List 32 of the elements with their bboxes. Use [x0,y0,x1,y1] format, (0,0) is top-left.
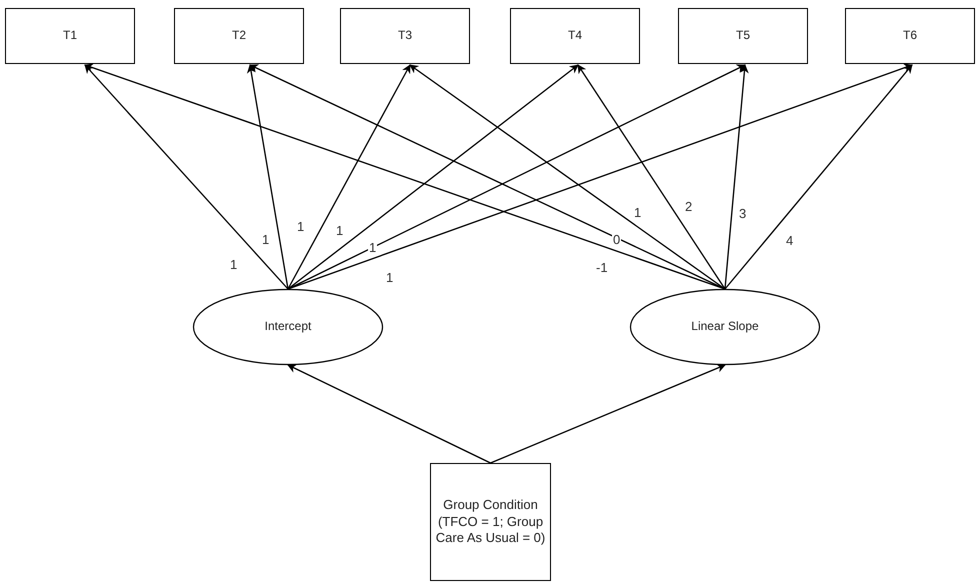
arrow [724,64,913,290]
arrow [724,64,749,290]
node-label: T5 [736,28,750,44]
arrow [577,64,726,290]
variable-box [430,463,551,581]
edge-label: 0 [612,233,622,248]
arrow [288,64,913,290]
node-label: T4 [568,28,582,44]
arrow [246,64,289,290]
node-label: Linear Slope [691,319,759,335]
variable-box [510,8,640,64]
edge-label: 3 [738,207,748,222]
arrow [288,64,579,290]
variable-box [678,8,808,64]
node-label: T2 [232,28,246,44]
arrow [490,364,726,464]
variable-box [5,8,135,64]
latent-ellipse [630,289,820,365]
variable-box [845,8,975,64]
arrow [287,364,491,464]
variable-box [340,8,470,64]
variable-box [174,8,304,64]
latent-ellipse [193,289,383,365]
node-label: Group Condition (TFCO = 1; Group Care As Usual = 0) [434,496,546,548]
node-label: Intercept [264,319,312,335]
node-label: T3 [398,28,412,44]
arrow [287,64,411,290]
node-label: T1 [62,28,77,44]
arrow [84,63,726,290]
arrow [409,64,726,290]
arrow [84,64,288,290]
node-label: T6 [902,28,917,44]
